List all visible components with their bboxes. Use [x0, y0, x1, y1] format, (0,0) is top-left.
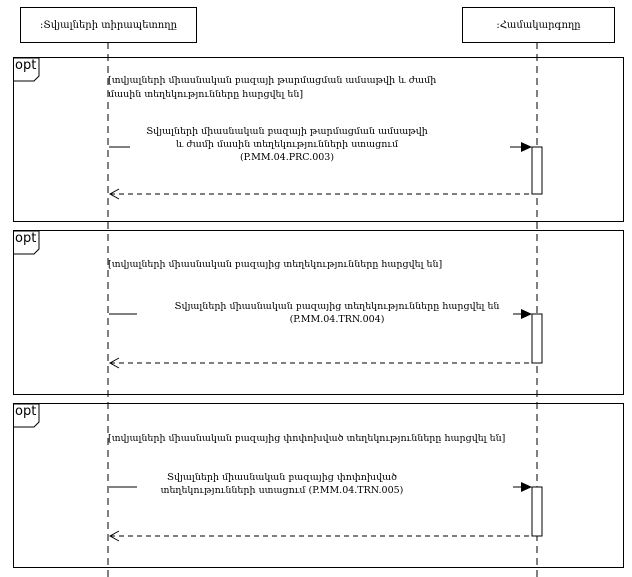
return-arrow-1: [108, 188, 531, 200]
activation-bar-3: [531, 486, 543, 537]
return-arrow-3: [108, 530, 531, 542]
request-arrow-2: [109, 309, 532, 319]
message-label-2: Տվյալների միասնական բազայից տեղեկություն…: [174, 301, 500, 325]
opt-fragment-2: opt: [13, 230, 624, 395]
guard-condition-3: [տվյալների միասնական բազայից փոփոխված տե…: [108, 433, 506, 444]
lifeline-coordinator-label: :Համակարգողը: [496, 19, 581, 31]
return-arrow-2: [108, 357, 531, 369]
opt-tab-3: [14, 403, 40, 428]
opt-tab-1: [14, 57, 40, 82]
opt-fragment-3: opt: [13, 403, 624, 568]
opt-fragment-1: opt: [13, 57, 624, 222]
activation-bar-1: [531, 146, 543, 195]
lifeline-data-owner-label: :Տվյալների տիրապետողը: [40, 19, 177, 31]
opt-tab-2: [14, 230, 40, 255]
lifeline-coordinator: :Համակարգողը: [462, 7, 615, 43]
guard-condition-2: [տվյալների միասնական բազայից տեղեկությու…: [108, 259, 443, 270]
activation-bar-2: [531, 313, 543, 364]
opt-operator-label: opt: [15, 404, 37, 419]
opt-operator-label: opt: [15, 231, 37, 246]
lifeline-data-owner: :Տվյալների տիրապետողը: [20, 7, 197, 43]
opt-operator-label: opt: [15, 58, 37, 73]
request-arrow-1: [109, 142, 532, 152]
request-arrow-3: [109, 482, 532, 492]
guard-condition-1: [տվյալների միասնական բազայի թարմացման ամ…: [108, 75, 437, 100]
message-label-3: Տվյալների միասնական բազայից փոփոխված տեղ…: [160, 472, 404, 496]
message-label-1: Տվյալների միասնական բազայի թարմացման ամս…: [146, 126, 428, 163]
